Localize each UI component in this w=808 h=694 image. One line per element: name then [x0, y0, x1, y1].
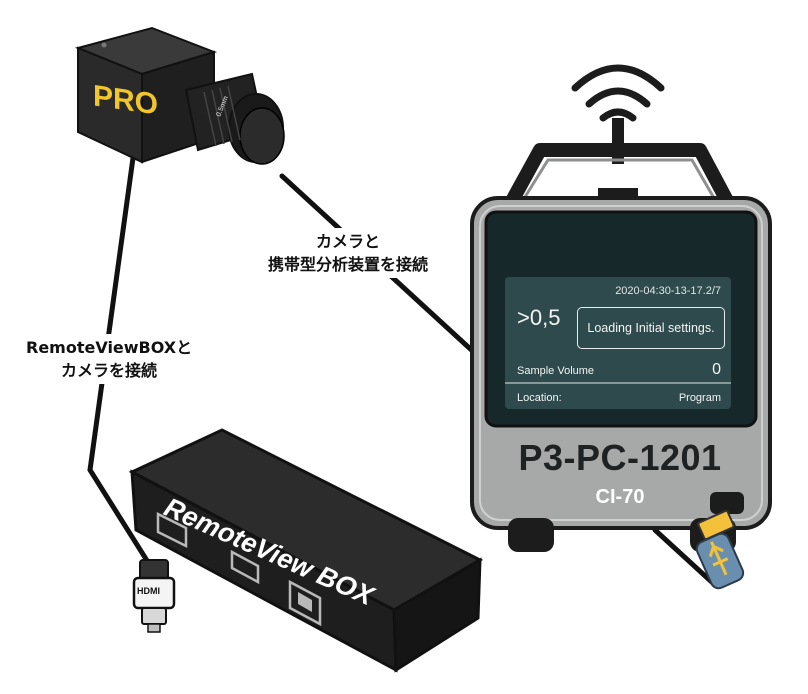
label-line: 携帯型分析装置を接続	[268, 255, 429, 275]
label-box-to-camera: RemoteViewBOXと カメラを接続	[20, 334, 199, 385]
analyzer-submodel: CI-70	[595, 486, 645, 508]
camera	[74, 26, 285, 165]
hdmi-plug-label: HDMI	[137, 586, 160, 596]
hdmi-plug	[132, 559, 176, 633]
program-label: Program	[678, 392, 721, 404]
label-line: カメラと	[316, 232, 381, 251]
location-label: Location:	[517, 392, 562, 404]
analyzer-handle	[500, 143, 739, 214]
remote-view-box	[128, 428, 484, 673]
cable-analyzer-to-usb	[652, 527, 718, 588]
portable-analyzer	[470, 64, 772, 552]
wifi-signal-icon	[571, 64, 665, 122]
camera-lens	[184, 72, 285, 165]
usb-port-box	[230, 549, 260, 585]
analyzer-screen: 2020-04:30-13-17.2/7 >0,5 Loading Initia…	[505, 277, 731, 409]
screen-status-message: Loading Initial settings.	[577, 307, 725, 349]
label-line: カメラを接続	[61, 361, 158, 381]
hdmi-icon	[156, 511, 188, 549]
screen-timestamp: 2020-04:30-13-17.2/7	[615, 285, 721, 297]
cable-camera-to-hdmi	[87, 155, 154, 570]
sample-volume-label: Sample Volume	[517, 365, 595, 377]
usb-port	[710, 492, 744, 514]
usb-icon	[695, 509, 745, 590]
label-camera-to-analyzer: カメラと 携帯型分析装置を接続	[262, 228, 435, 279]
label-line: RemoteViewBOXと	[26, 338, 193, 357]
ethernet-port-icon	[288, 579, 322, 627]
screen-reading: >0,5	[517, 305, 561, 330]
analyzer-screen-panel	[505, 277, 731, 409]
analyzer-model: P3-PC-1201	[518, 437, 722, 478]
sample-volume-value: 0	[712, 361, 721, 378]
